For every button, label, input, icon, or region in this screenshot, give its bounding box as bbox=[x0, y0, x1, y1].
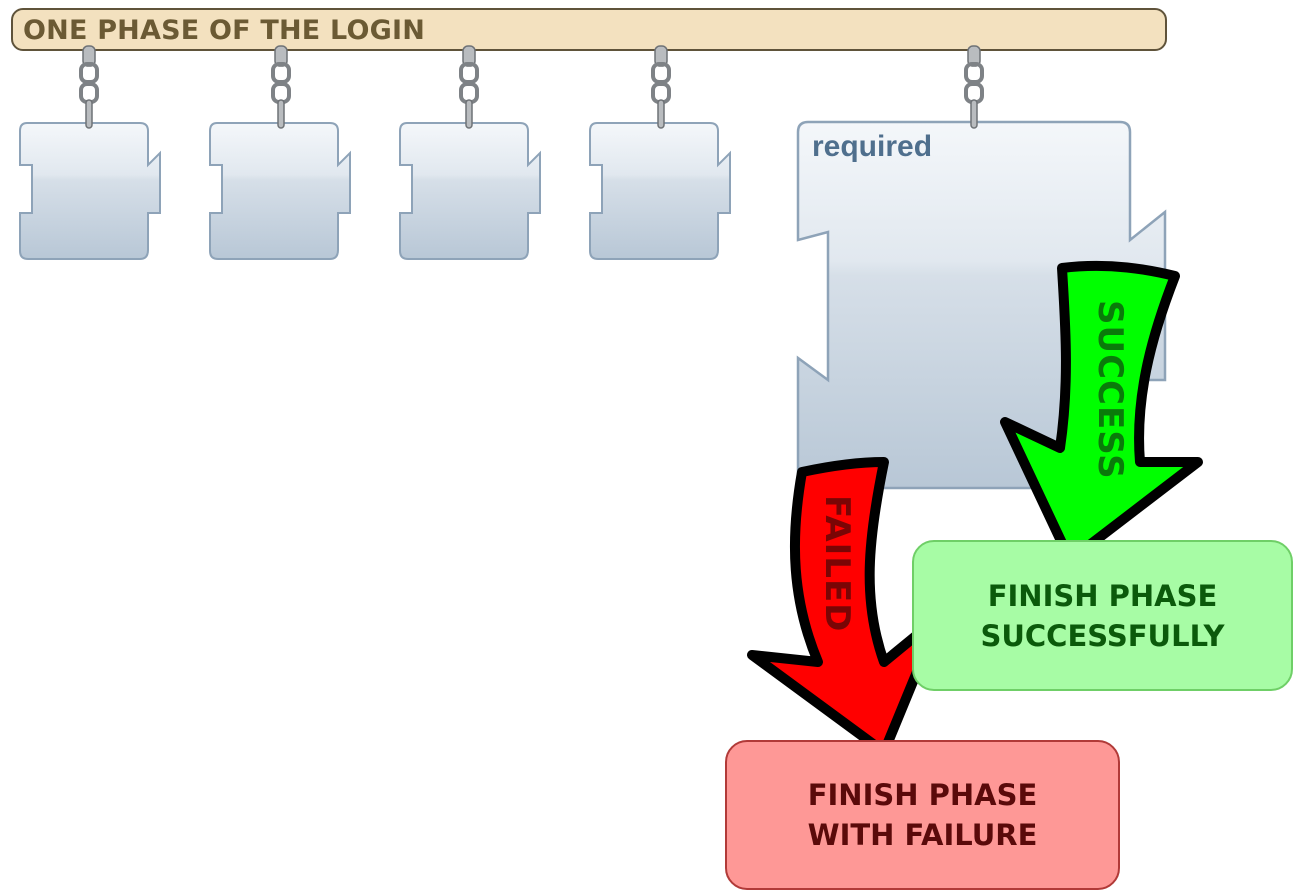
finish-success-line2: SUCCESSFULLY bbox=[980, 618, 1225, 653]
finish-failure-line1: FINISH PHASE bbox=[807, 778, 1038, 812]
success-arrow-label: SUCCESS bbox=[1090, 300, 1130, 480]
chain-icon bbox=[964, 45, 984, 129]
phase-bar: ONE PHASE OF THE LOGIN bbox=[11, 8, 1167, 51]
module-block-2 bbox=[209, 122, 351, 260]
finish-failure-line2: WITH FAILURE bbox=[807, 818, 1038, 852]
chain-icon bbox=[459, 45, 479, 129]
chain-icon bbox=[79, 45, 99, 129]
finish-success-line1: FINISH PHASE bbox=[987, 578, 1218, 613]
failed-arrow bbox=[747, 457, 945, 757]
module-block-4 bbox=[589, 122, 731, 260]
success-arrow bbox=[1000, 260, 1203, 565]
chain-icon bbox=[651, 45, 671, 129]
phase-title: ONE PHASE OF THE LOGIN bbox=[23, 15, 426, 46]
chain-icon bbox=[271, 45, 291, 129]
finish-failure-box: FINISH PHASE WITH FAILURE bbox=[725, 740, 1120, 890]
module-block-3 bbox=[399, 122, 541, 260]
finish-success-box: FINISH PHASE SUCCESSFULLY bbox=[912, 540, 1293, 691]
required-label: required bbox=[812, 130, 933, 163]
module-block-1 bbox=[19, 122, 161, 260]
failed-arrow-label: FAILED bbox=[817, 495, 857, 633]
